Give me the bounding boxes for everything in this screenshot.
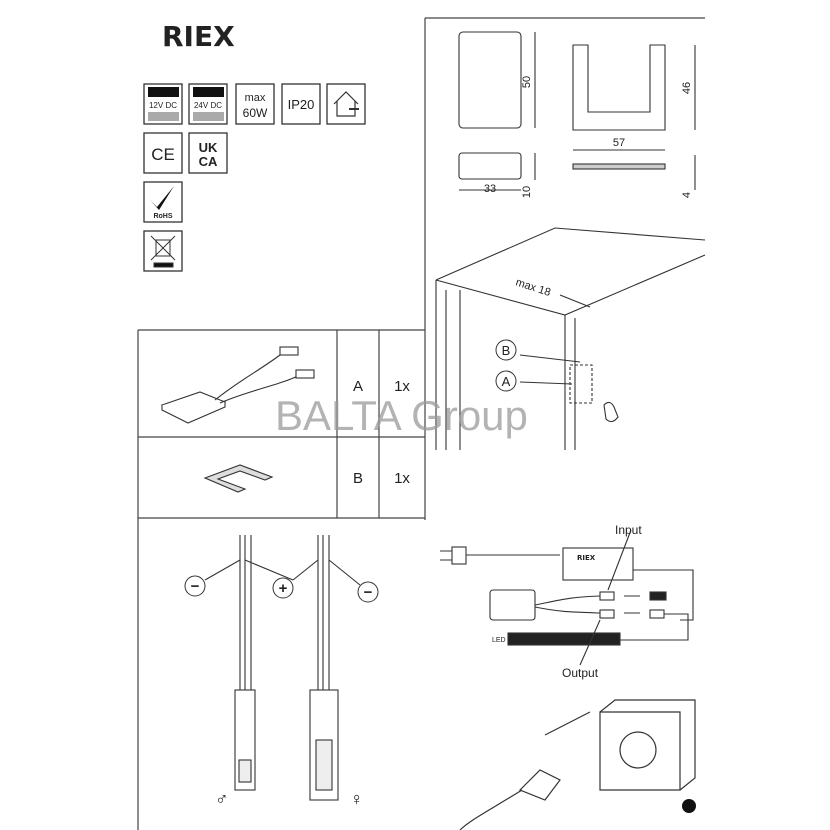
ukca-line1: UK <box>199 140 218 155</box>
max-thickness-label: max 18 <box>514 276 552 299</box>
ip-rating: IP20 <box>288 97 315 112</box>
device-logo: RIEX <box>577 554 596 562</box>
part-a-drawing <box>160 346 315 424</box>
dim-width-a: 33 <box>484 183 496 195</box>
power-max: max <box>245 92 266 104</box>
minus-left: − <box>191 578 200 595</box>
indoor-use-icon <box>333 91 359 117</box>
part-b-qty: 1x <box>394 470 410 487</box>
led-label: LED <box>492 637 506 644</box>
minus-icon <box>357 581 379 603</box>
dimension-drawings <box>458 31 696 191</box>
callout-b <box>495 339 517 361</box>
voltage-12-label: 12V DC <box>149 101 177 110</box>
voltage-24-label: 24V DC <box>194 101 222 110</box>
dim-width-b: 57 <box>613 137 625 149</box>
ce-mark: CE <box>151 145 175 164</box>
ukca-line2: CA <box>199 154 218 169</box>
watermark: BALTA Group <box>275 392 528 439</box>
callout-a-label: A <box>502 374 511 389</box>
crossed-bin-icon <box>150 235 176 268</box>
female-symbol: ♀ <box>350 789 364 809</box>
dim-height-b: 46 <box>681 82 693 94</box>
male-symbol: ♂ <box>215 789 229 809</box>
voltage-12-gray <box>148 112 179 121</box>
part-b-drawing <box>203 464 274 493</box>
voltage-24-bar <box>193 87 224 97</box>
dim-depth-a: 10 <box>521 186 533 198</box>
part-a-letter: A <box>353 378 363 395</box>
part-a-qty: 1x <box>394 378 410 395</box>
connector-drawings <box>204 535 361 801</box>
input-label: Input <box>615 523 642 537</box>
plus-label: + <box>279 580 288 597</box>
indoor-badge-icon <box>682 799 696 813</box>
rohs-label: RoHS <box>153 213 172 220</box>
callout-a <box>495 370 517 392</box>
wiring-diagram <box>440 529 694 666</box>
voltage-24-gray <box>193 112 224 121</box>
callout-b-label: B <box>502 343 511 358</box>
minus-icon <box>184 575 206 597</box>
cabinet-drawing <box>435 227 706 450</box>
plus-icon <box>272 577 294 599</box>
frame-lines <box>137 17 705 830</box>
rohs-check-icon <box>150 186 174 210</box>
voltage-12-bar <box>148 87 179 97</box>
dim-height-a: 50 <box>521 76 533 88</box>
minus-right: − <box>364 584 373 601</box>
wall-socket-drawing <box>459 699 696 830</box>
brand-logo: RIEX <box>162 20 235 53</box>
dim-depth-b: 4 <box>681 192 693 198</box>
part-b-letter: B <box>353 470 363 487</box>
power-watts: 60W <box>243 106 268 120</box>
output-label: Output <box>562 666 599 680</box>
